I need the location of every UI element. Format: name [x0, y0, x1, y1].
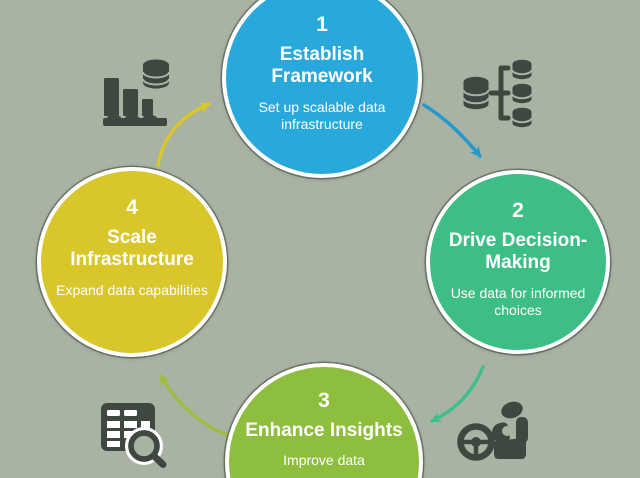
step-number: 4 [126, 196, 138, 219]
step-title: Drive Decision-Making [448, 230, 588, 274]
step-number: 3 [318, 389, 330, 412]
step-subtitle: Expand data capabilities [56, 281, 208, 298]
step-title: Establish Framework [271, 44, 373, 88]
step-circle-establish-framework: 1 Establish Framework Set up scalable da… [222, 0, 422, 178]
arrow-2-to-3 [430, 365, 485, 423]
arrow-1-to-2 [422, 103, 482, 158]
step-number: 2 [512, 199, 524, 222]
step-subtitle: Set up scalable data infrastructure [258, 98, 386, 132]
arrow-3-to-4 [159, 374, 234, 439]
step-circle-scale-infrastructure: 4 Scale Infrastructure Expand data capab… [37, 167, 227, 357]
database-distribution-icon [462, 59, 533, 128]
step-number: 1 [316, 13, 328, 36]
arrow-4-to-1 [156, 102, 211, 167]
step-title: Scale Infrastructure [70, 227, 194, 271]
bar-chart-database-icon [103, 59, 170, 126]
step-subtitle: Improve data [283, 452, 365, 469]
table-search-icon [101, 403, 167, 468]
step-subtitle: Use data for informed choices [450, 284, 586, 318]
step-circle-drive-decision-making: 2 Drive Decision-Making Use data for inf… [426, 170, 610, 354]
steering-wheel-driver-icon [457, 401, 528, 461]
step-title: Enhance Insights [245, 420, 403, 442]
